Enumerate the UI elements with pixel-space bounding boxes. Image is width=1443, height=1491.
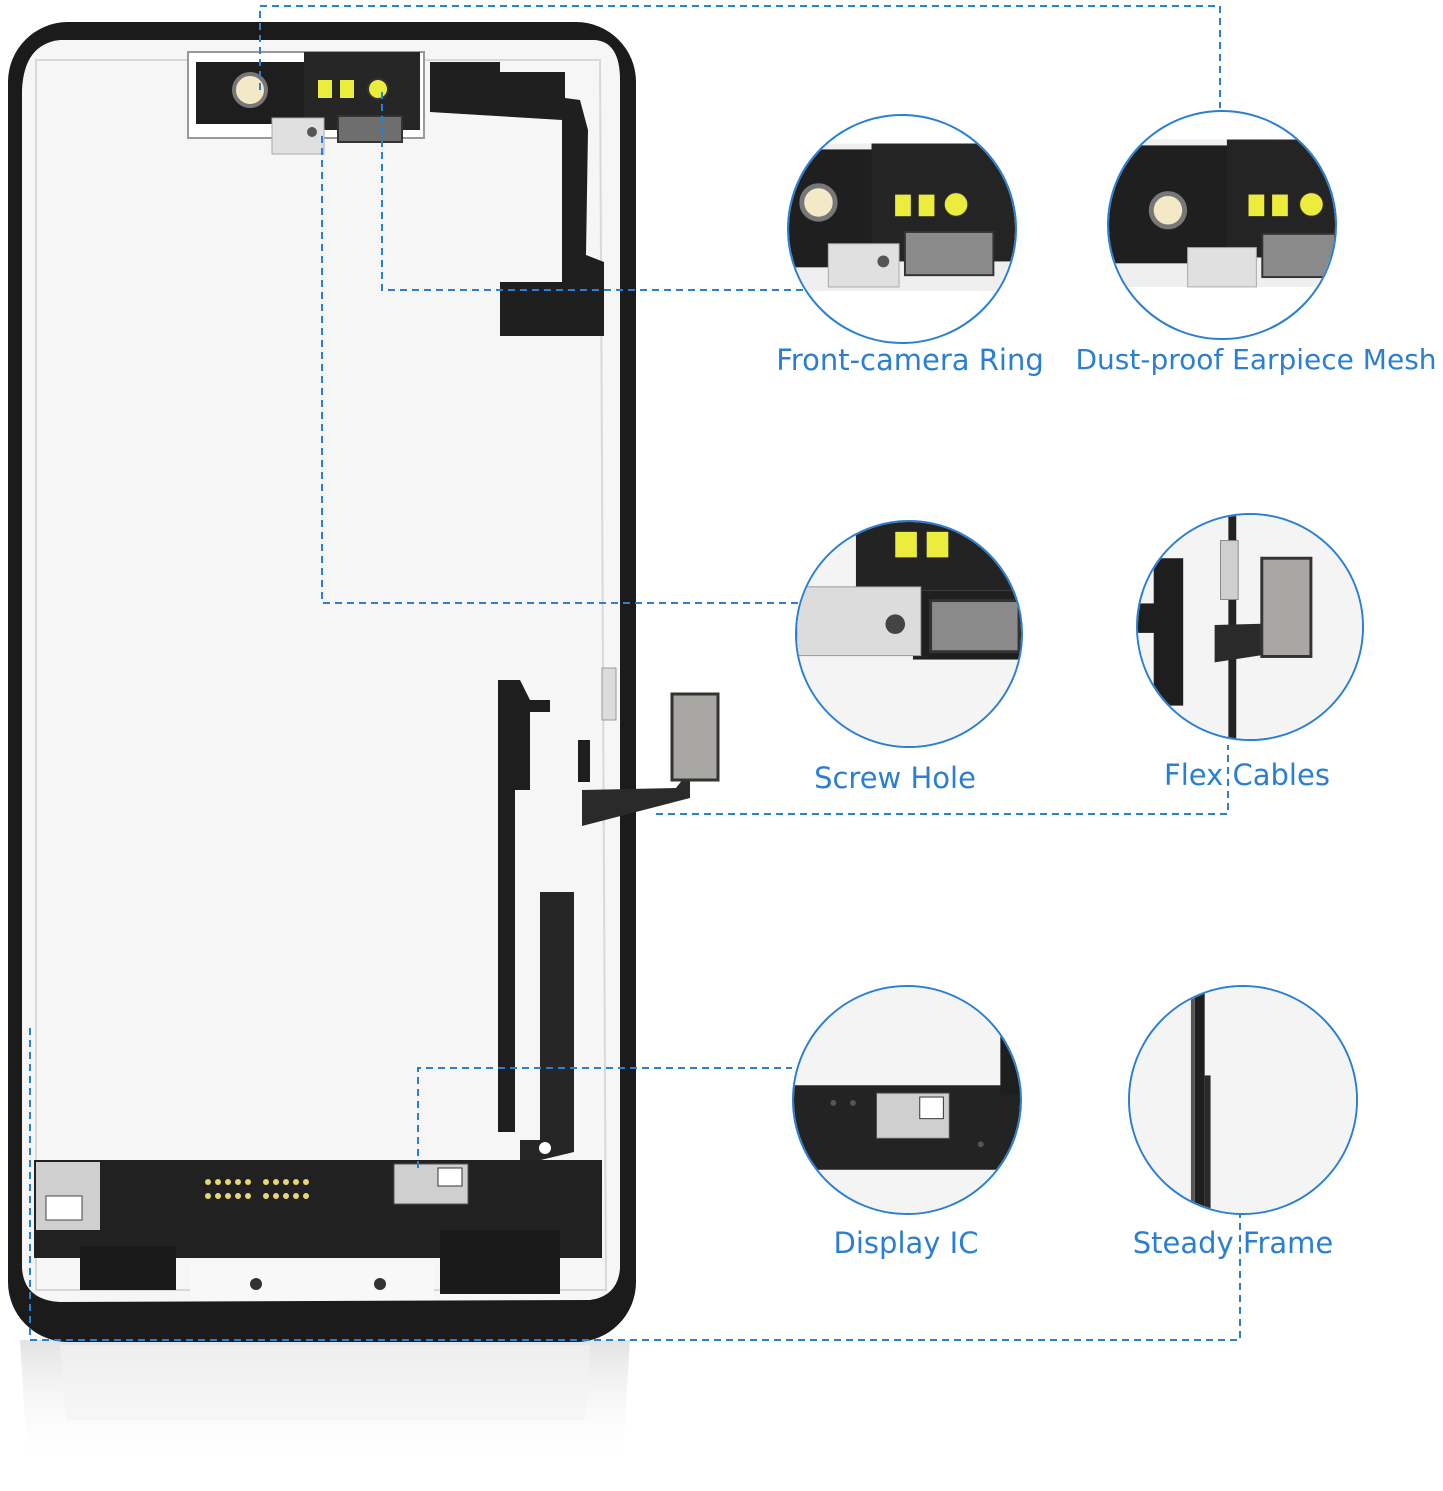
zoom-circle-display-ic [792,985,1022,1215]
frame-edge-icon [1194,987,1205,1213]
phone-reflection [20,1340,630,1470]
camera-ring-icon [799,183,838,222]
callout-lines [29,5,1241,1341]
earpiece-mesh [337,115,403,143]
label-front-camera-ring: Front-camera Ring [776,343,1044,377]
zoom-circle-front-camera [787,114,1017,344]
screw-hole-icon [885,614,906,634]
mesh-icon [1261,232,1335,279]
top-flex-cable [430,62,604,336]
right-flex-cable [498,680,550,1132]
bottom-driver-board [34,1142,602,1300]
display-panel [22,40,620,1302]
top-sensor-bracket [187,51,425,155]
zoom-circle-earpiece [1107,110,1337,340]
label-display-ic: Display IC [833,1226,979,1260]
label-flex-cables: Flex Cables [1164,758,1330,792]
zoom-circle-steady-frame [1128,985,1358,1215]
side-flex-cable [582,770,690,826]
zoom-circle-screw-hole [795,520,1023,748]
zoom-circle-flex-cables [1136,513,1364,741]
label-steady-frame: Steady Frame [1132,1226,1334,1260]
front-camera-ring [232,72,268,108]
label-screw-hole: Screw Hole [814,761,976,795]
label-earpiece-mesh: Dust-proof Earpiece Mesh [1075,343,1437,376]
